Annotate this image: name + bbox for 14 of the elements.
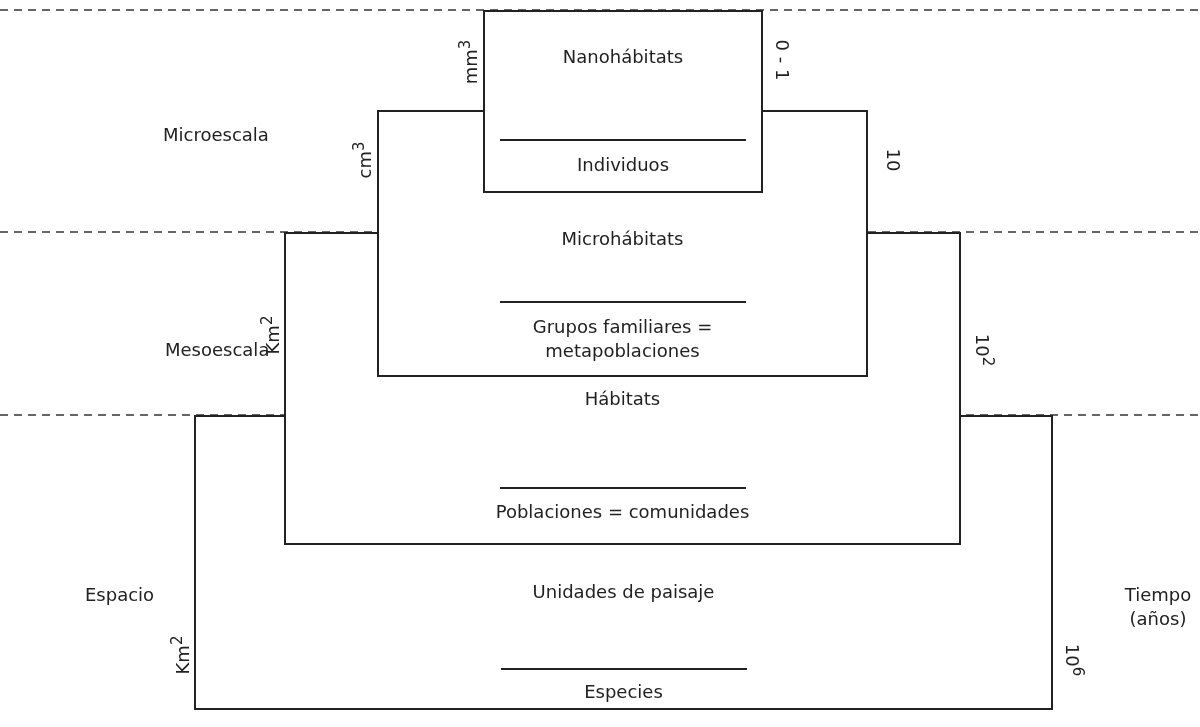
scale-label: Espacio [85, 583, 155, 607]
level-heading: Microhábitats [561, 227, 684, 251]
level-heading: Unidades de paisaje [532, 580, 715, 604]
level-body: Individuos [577, 153, 669, 177]
level-body: Especies [584, 680, 663, 704]
level-body: Grupos familiares = metapoblaciones [531, 315, 714, 363]
axis-label: Tiempo (años) [1123, 583, 1193, 631]
time-scale-label: 10 [881, 148, 904, 172]
time-scale-label: 0 - 1 [770, 39, 793, 81]
level-heading: Hábitats [584, 387, 661, 411]
level-heading: Nanohábitats [562, 45, 684, 69]
scale-box [483, 10, 763, 193]
scale-label: Microescala [163, 123, 269, 147]
level-body: Poblaciones = comunidades [495, 500, 750, 524]
